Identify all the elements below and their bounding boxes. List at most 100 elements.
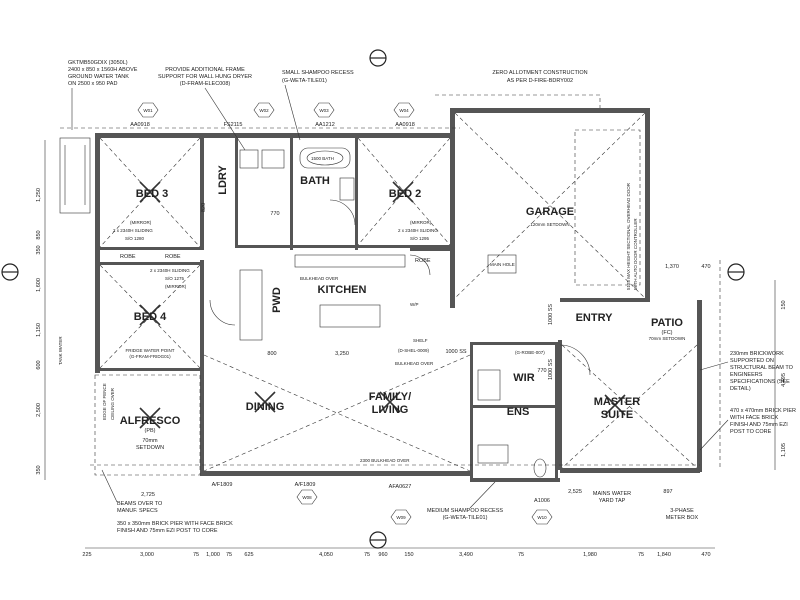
svg-text:SUPPORTED ON: SUPPORTED ON [730,358,774,364]
room-family: FAMILY/ [369,391,411,403]
x-marker-bed3 [139,181,161,203]
door-arc-bed2 [329,199,356,226]
dim-770: 770 [270,211,279,217]
bed4-sliding-2: S/O 1275 [165,276,185,281]
external-walls [95,108,702,482]
diag-bed4-b [99,264,201,369]
note-pier-left: 350 x 350mm BRICK PIER WITH FACE BRICK F… [117,521,233,534]
dim-left-7: 350 [36,465,42,474]
room-shelf: SHELF [413,338,428,343]
window-codes: AA0918 FS2115 AA1212 AA0918 A/F1809 A/F1… [130,122,550,504]
note-frame-support: PROVIDE ADDITIONAL FRAME SUPPORT FOR WAL… [158,67,252,87]
dim-bottom-3: 1,000 [206,552,220,558]
wall-robe3 [410,248,450,251]
tag-w04: W04 [393,102,415,118]
wall-garage-right [645,108,650,298]
x-marker-dining [254,391,276,413]
dim-left-2: 350 [36,245,42,254]
svg-text:AS PER D-FIRE-BDRY002: AS PER D-FIRE-BDRY002 [507,78,573,84]
note-zero-allotment: ZERO ALLOTMENT CONSTRUCTION AS PER D-FIR… [492,70,587,84]
dim-left-1: 850 [36,230,42,239]
wall-robe-line-2 [100,262,200,265]
svg-text:2400 x 850 x 1560H ABOVE: 2400 x 850 x 1560H ABOVE [68,67,138,73]
ldry-trough [239,149,259,169]
ens-toilet [533,458,547,478]
tag-w10: W10 [531,509,553,525]
room-ens: ENS [507,406,530,418]
dim-470-top: 470 [701,264,710,270]
wall-bed4-bottom [100,368,200,371]
leader-recess [284,84,301,141]
window-top-2: FS2115 [224,122,243,128]
misc-dimensions: 820 770 1,370 470 2,725 800 3,250 1000 S… [141,203,710,498]
svg-text:W08: W08 [302,495,312,500]
svg-text:350 x 350mm BRICK PIER WITH FA: 350 x 350mm BRICK PIER WITH FACE BRICK [117,521,233,527]
fridge-note-2: (G-FRAM-FRIDG01) [129,354,171,359]
note-water-tank: GKTMB50GDIX (3050L) 2400 x 850 x 1560H A… [68,60,138,87]
internal-walls [100,138,562,482]
zero-allotment-line [435,94,601,108]
robe-code: (G-ROBE-007) [515,350,545,355]
bulkhead-kitchen: BULKHEAD OVER [300,276,339,281]
svg-text:STRUCTURAL BEAM TO: STRUCTURAL BEAM TO [730,365,794,371]
room-patio: PATIO [651,317,683,329]
ens-vanity [477,444,509,464]
wall-garage-left [450,108,455,308]
room-dining: DINING [246,401,285,413]
room-robe-1: ROBE [120,254,136,260]
dim-1370: 1,370 [665,264,679,270]
diag-garage-a [454,112,646,299]
dim-right-0: 150 [781,300,787,309]
svg-text:470 x 470mm BRICK PIER: 470 x 470mm BRICK PIER [730,408,796,414]
tank-water-edge: TANK WATER [58,336,63,365]
light-markers [139,181,626,429]
tag-w09: W09 [390,509,412,525]
bed2-sliding-3: S/O 1295 [410,236,430,241]
bath-vanity [339,177,355,201]
tag-w08: W08 [296,489,318,505]
window-bottom-2: A/F1809 [295,482,316,488]
room-alfresco-setdown-2: SETDOWN [136,445,164,451]
water-tank [59,137,91,214]
diag-garage-b [454,112,646,299]
sliding-notes: (MIRROR) 2 x 2340H SLIDING S/O 1280 (MIR… [113,220,438,289]
section-marker-left [1,263,19,281]
main-hole [487,254,517,274]
svg-text:(G-WETA-TILE01): (G-WETA-TILE01) [282,78,327,84]
wall-bed2-left [355,138,358,250]
window-top-4: AA0918 [395,122,415,128]
dim-1000ss-b: 1000 SS [445,349,466,355]
svg-text:ON 2500 x 950 PAD: ON 2500 x 950 PAD [68,81,117,87]
svg-text:W01: W01 [143,108,153,113]
dim-800: 800 [267,351,276,357]
svg-text:(D-FRAM-ELEC008): (D-FRAM-ELEC008) [180,81,231,87]
svg-text:METER BOX: METER BOX [666,515,699,521]
wall-bed3-ldry [200,138,204,250]
dim-2525: 2,525 [568,489,582,495]
tag-w03: W03 [313,102,335,118]
window-tags: W01 W02 W03 W04 W08 W09 W10 [137,102,553,525]
bed2-sliding-2: 2 x 2340H SLIDING [398,228,438,233]
wall-wir-top [470,342,560,345]
dim-bottom-10: 3,490 [459,552,473,558]
room-bed2: BED 2 [389,188,421,200]
dim-2725: 2,725 [141,492,155,498]
leader-pier-right [699,419,729,451]
garage-door-note-2: WITH AUTO DOOR CONTROLLER [633,218,638,290]
room-wir: WIR [513,372,534,384]
window-bottom-3: AFA0627 [389,484,412,490]
bed3-sliding-3: S/O 1280 [125,236,145,241]
section-marker-top [369,49,387,67]
garage-door-note-1: 5125 MAX HEIGHT SECTIONAL OVERHEAD DOOR [626,182,631,290]
wall-kitchen-top [235,245,450,248]
wall-bottom-ens [470,478,560,482]
dim-bottom-4: 75 [226,552,232,558]
room-alfresco-pb: (PB) [145,428,156,434]
note-mains-water: MAINS WATER YARD TAP [593,491,631,504]
room-alfresco-setdown: 70mm [142,438,158,444]
fixture-labels: 1500 BATH MAIN HOLE (G-ROBE-007) (D-SHEL… [58,156,638,463]
bulkhead-2300: 2300 BULKHEAD OVER [360,458,410,463]
wall-ens-top [473,405,555,408]
